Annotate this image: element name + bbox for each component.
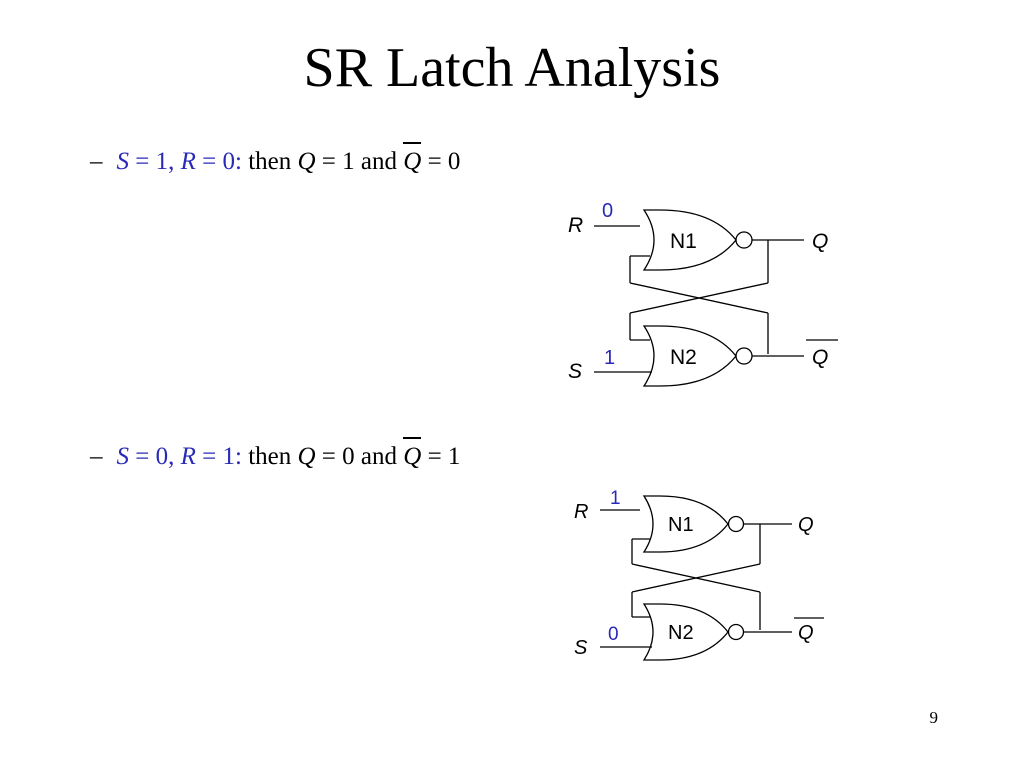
qbar-variable: Q [403, 142, 422, 175]
q-output-label: Q [798, 514, 814, 536]
page-number: 9 [929, 708, 939, 727]
sr-latch-diagram-2: R 1 N1 Q N2 Q 0 S [574, 488, 824, 661]
qbar-output-label: Q [798, 622, 814, 644]
s-value-text: = 0, [129, 443, 181, 470]
s-input-value: 0 [608, 624, 619, 645]
qbar-value-text: = 1 [421, 443, 461, 470]
r-variable: R [180, 148, 196, 175]
r-input-value: 0 [602, 200, 613, 222]
qbar-value-text: = 0 [421, 148, 461, 175]
latch-wiring [600, 495, 824, 661]
then-text: then [241, 148, 298, 175]
r-variable: R [180, 443, 196, 470]
gate-n2-label: N2 [670, 346, 697, 369]
r-input-label: R [574, 501, 588, 523]
slide-title: SR Latch Analysis [303, 37, 721, 99]
gate-n2-label: N2 [668, 622, 694, 644]
r-value-text: = 1: [195, 443, 242, 470]
qbar-output-label: Q [812, 346, 828, 369]
gate-n1-label: N1 [670, 230, 697, 253]
qbar-variable: Q [403, 437, 422, 470]
q-variable: Q [297, 443, 316, 470]
q-value-text: = 1 and [315, 148, 404, 175]
gate-n1-label: N1 [668, 514, 694, 536]
s-input-label: S [574, 637, 588, 659]
bullet-dash: – [90, 443, 103, 470]
s-variable: S [116, 443, 130, 470]
q-value-text: = 0 and [315, 443, 404, 470]
bullet-2: –S = 0, R = 1: then Q = 0 and Q = 1 [90, 437, 461, 471]
latch-wiring [594, 209, 838, 387]
then-text: then [241, 443, 298, 470]
r-input-value: 1 [610, 488, 621, 509]
s-input-value: 1 [604, 347, 615, 369]
s-input-label: S [568, 360, 582, 383]
r-value-text: = 0: [195, 148, 242, 175]
bullet-dash: – [90, 148, 103, 175]
sr-latch-diagram-1: R 0 N1 Q N2 Q 1 S [568, 200, 838, 387]
s-variable: S [116, 148, 130, 175]
bullet-1: –S = 1, R = 0: then Q = 1 and Q = 0 [90, 142, 461, 176]
r-input-label: R [568, 214, 583, 237]
q-output-label: Q [812, 230, 828, 253]
s-value-text: = 1, [129, 148, 181, 175]
q-variable: Q [297, 148, 316, 175]
